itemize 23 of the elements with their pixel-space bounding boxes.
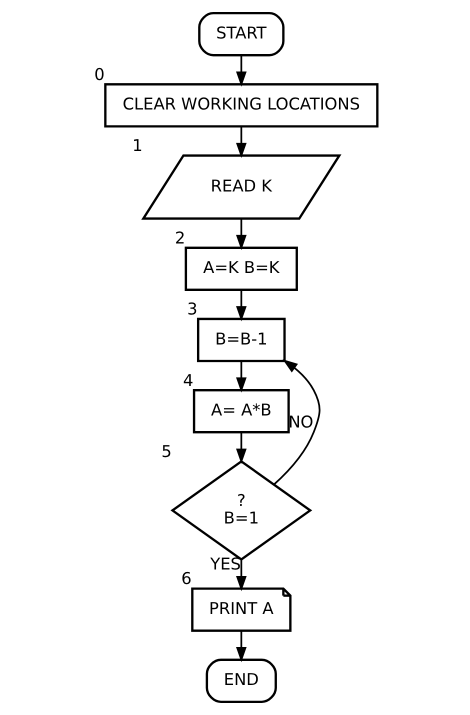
- arrow: [236, 55, 246, 87]
- node-label: 0: [94, 64, 104, 84]
- node-label: 6: [180, 569, 192, 588]
- node-label: 1: [132, 136, 142, 156]
- node-label: 5: [160, 442, 172, 461]
- arrow: [236, 290, 246, 322]
- node-label: 4: [182, 370, 193, 390]
- node-box: A=K B=K: [184, 246, 298, 291]
- arrow: [236, 630, 246, 662]
- arrow: [236, 126, 246, 158]
- node-box: START: [198, 12, 284, 56]
- arrow: [272, 359, 320, 486]
- arrow: [236, 361, 246, 393]
- node-box: END: [205, 658, 276, 704]
- node-box: CLEAR WORKING LOCATIONS: [104, 83, 378, 128]
- edge-label: NO: [288, 412, 313, 432]
- arrow: [236, 218, 246, 250]
- arrow: [236, 559, 246, 592]
- node-box: B=B-1: [196, 318, 286, 362]
- arrow: [236, 432, 246, 464]
- node-box: A= A*B: [192, 389, 290, 434]
- node-label: 3: [186, 300, 198, 319]
- node-label: 2: [174, 228, 185, 248]
